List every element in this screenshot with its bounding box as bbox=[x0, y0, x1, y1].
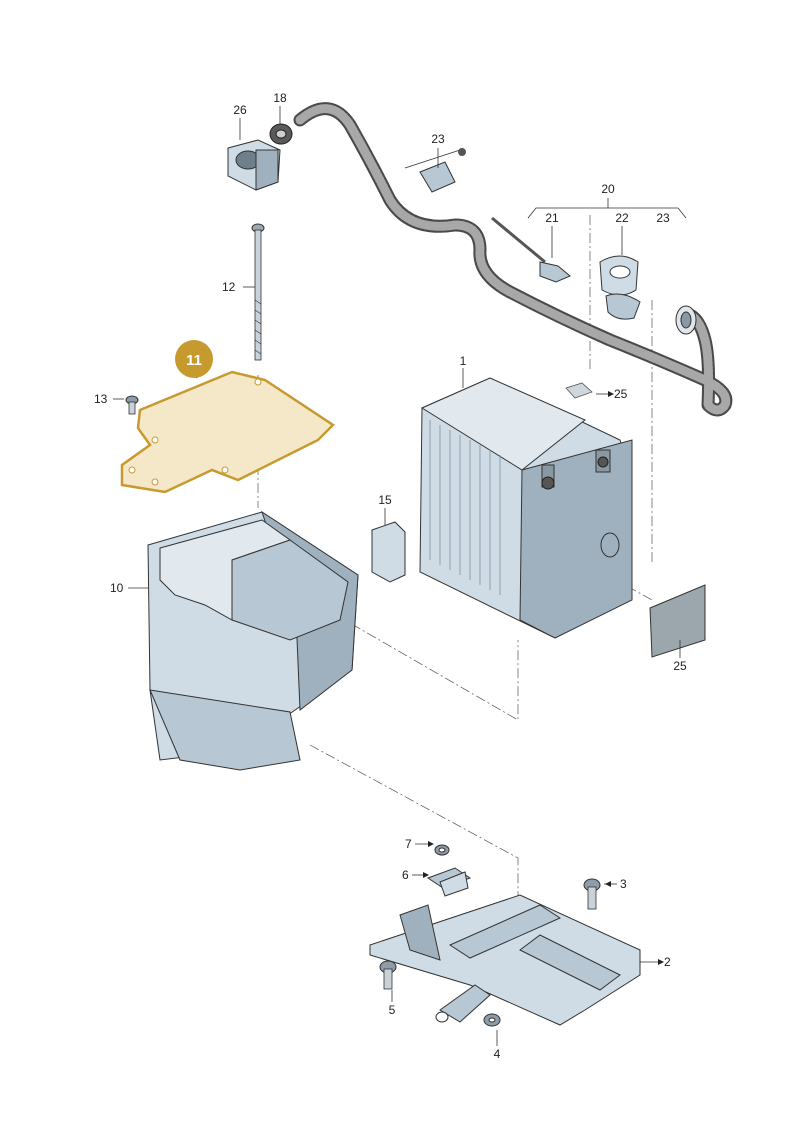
part-25-label-side bbox=[649, 584, 706, 658]
part-13-screw bbox=[125, 395, 139, 415]
label-15: 15 bbox=[378, 493, 392, 507]
highlight-badge-11: 11 bbox=[175, 340, 213, 378]
label-7: 7 bbox=[405, 837, 412, 851]
label-2: 2 bbox=[664, 955, 671, 969]
label-25-top: 25 bbox=[614, 387, 628, 401]
part-6-clamp bbox=[426, 867, 472, 897]
part-18-grommet bbox=[269, 123, 293, 145]
label-6: 6 bbox=[402, 868, 409, 882]
label-4: 4 bbox=[494, 1047, 501, 1061]
part-1-battery bbox=[419, 377, 633, 639]
part-15-pad bbox=[371, 521, 406, 583]
part-4-nut bbox=[483, 1013, 501, 1027]
part-21-cable-tie bbox=[491, 216, 571, 283]
label-5: 5 bbox=[389, 1003, 396, 1017]
label-3: 3 bbox=[620, 877, 627, 891]
part-11-cover-plate bbox=[120, 370, 335, 494]
part-12-long-bolt bbox=[251, 223, 265, 361]
part-7-nut bbox=[434, 844, 450, 856]
label-13: 13 bbox=[94, 392, 108, 406]
part-5-bolt bbox=[379, 960, 397, 990]
part-2-base-bracket bbox=[369, 894, 641, 1026]
part-26-grommet-housing bbox=[227, 139, 281, 191]
vent-hose bbox=[293, 102, 733, 417]
part-20-group-bracket bbox=[527, 198, 687, 219]
label-26: 26 bbox=[233, 103, 247, 117]
part-labels: 1 2 3 4 5 6 7 10 12 13 15 18 20 21 22 23… bbox=[94, 91, 687, 1061]
part-25-label-top bbox=[565, 382, 593, 399]
label-12: 12 bbox=[222, 280, 236, 294]
label-21: 21 bbox=[545, 211, 559, 225]
label-23-top: 23 bbox=[431, 132, 445, 146]
arrowheads bbox=[423, 391, 664, 965]
label-25-side: 25 bbox=[673, 659, 687, 673]
label-11: 11 bbox=[186, 352, 202, 369]
part-22-clamp bbox=[599, 255, 641, 320]
label-22: 22 bbox=[615, 211, 629, 225]
label-18: 18 bbox=[273, 91, 287, 105]
label-20: 20 bbox=[601, 182, 615, 196]
label-1: 1 bbox=[460, 354, 467, 368]
part-10-battery-tray bbox=[147, 510, 359, 771]
part-23-clip bbox=[404, 148, 466, 193]
label-23-group: 23 bbox=[656, 211, 670, 225]
part-3-bolt bbox=[583, 878, 601, 910]
label-10: 10 bbox=[110, 581, 124, 595]
